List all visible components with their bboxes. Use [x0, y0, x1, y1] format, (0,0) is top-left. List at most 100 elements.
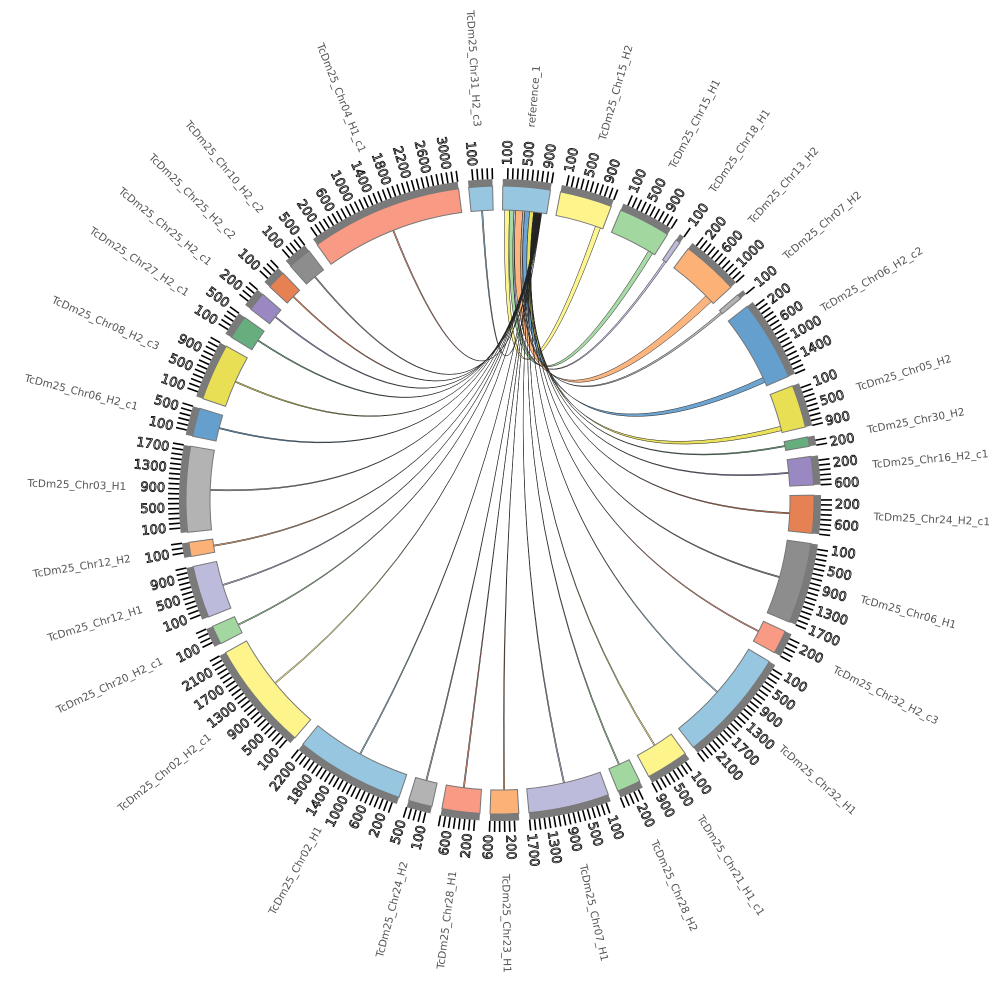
tick-mark: [536, 170, 540, 182]
segment-tcdm25-chr23-h1[interactable]: [489, 788, 520, 815]
tick-mark: [758, 688, 769, 697]
link-to-tcdm25-chr03-h1[interactable]: [209, 212, 540, 492]
segment-tcdm25-chr04-h1-c1[interactable]: [316, 188, 463, 265]
tick-mark: [323, 772, 332, 783]
tick-mark: [628, 793, 635, 805]
segment-tcdm25-chr31-h2-c3[interactable]: [468, 185, 494, 212]
tick-mark: [792, 363, 804, 370]
tick-mark: [218, 323, 229, 331]
tick-mark: [275, 736, 284, 746]
segment-tcdm25-chr30-h2[interactable]: [783, 436, 810, 451]
tick-label: 500: [582, 151, 603, 179]
tick-mark: [594, 182, 600, 194]
tick-mark: [605, 802, 611, 814]
tick-label: 1700: [523, 833, 541, 867]
tick-mark: [430, 175, 435, 187]
segment-tcdm25-chr27-h2-c1[interactable]: [230, 316, 265, 351]
segment-tcdm25-chr08-h2-c3[interactable]: [202, 345, 248, 408]
segment-reference-1[interactable]: [502, 185, 552, 215]
tick-band: [560, 185, 614, 207]
segment-tcdm25-chr06-h2-c2[interactable]: [727, 305, 790, 387]
segment-tcdm25-chr16-h2-c1[interactable]: [786, 455, 815, 487]
tick-mark: [780, 655, 791, 663]
link-to-tcdm25-chr21-h1-c1[interactable]: [528, 211, 656, 747]
tick-mark: [297, 236, 306, 246]
segment-tcdm25-chr15-h1[interactable]: [610, 209, 669, 256]
tick-mark: [766, 315, 777, 323]
tick-mark: [627, 195, 634, 206]
tick-mark: [790, 359, 802, 366]
segment-tcdm25-chr28-h1[interactable]: [441, 784, 482, 814]
segment-tcdm25-chr02-h1[interactable]: [302, 724, 408, 798]
tick-mark: [207, 341, 219, 348]
segment-label: TcDm25_Chr03_H1: [26, 478, 126, 493]
tick-mark: [812, 572, 824, 577]
tick-band: [676, 234, 684, 243]
segment-tcdm25-chr32-h2-c3[interactable]: [752, 620, 786, 654]
segment-tcdm25-chr13-h2[interactable]: [673, 247, 732, 305]
tick-mark: [718, 256, 727, 266]
tick-mark: [310, 226, 318, 237]
tick-label: 100: [144, 548, 171, 567]
segment-tcdm25-chr07-h1[interactable]: [526, 771, 610, 814]
tick-label: 900: [541, 143, 559, 170]
tick-band: [774, 631, 792, 657]
segment-tcdm25-chr20-h2-c1[interactable]: [211, 616, 243, 645]
tick-mark: [653, 208, 661, 219]
segment-tcdm25-chr03-h1[interactable]: [185, 445, 215, 533]
tick-mark: [182, 402, 194, 408]
tick-mark: [168, 522, 180, 525]
tick-mark: [306, 761, 315, 772]
tick-mark: [457, 818, 461, 830]
segment-tcdm25-chr12-h2[interactable]: [188, 538, 216, 558]
tick-mark: [377, 191, 383, 202]
segment-tcdm25-chr06-h1[interactable]: [766, 539, 812, 623]
segment-tcdm25-chr07-h2[interactable]: [718, 294, 742, 315]
tick-mark: [345, 784, 353, 795]
tick-mark: [802, 605, 814, 611]
segment-tcdm25-chr15-h2[interactable]: [555, 191, 612, 230]
tick-mark: [368, 794, 375, 806]
tick-mark: [271, 732, 281, 742]
tick-mark: [710, 249, 720, 260]
tick-mark: [270, 259, 279, 269]
link-to-tcdm25-chr28-h1[interactable]: [462, 212, 538, 789]
tick-mark: [203, 350, 214, 357]
tick-mark: [735, 274, 745, 284]
tick-mark: [192, 373, 204, 379]
tick-label: 500: [140, 501, 165, 517]
link-to-tcdm25-chr27-h2-c1[interactable]: [257, 212, 541, 398]
segment-tcdm25-chr05-h2[interactable]: [769, 385, 806, 434]
link-to-tcdm25-chr06-h2-c1[interactable]: [218, 212, 540, 444]
tick-mark: [721, 259, 731, 269]
segment-tcdm25-chr25-h2-c2[interactable]: [268, 272, 301, 304]
segment-label: TcDm25_Chr12_H1: [45, 604, 144, 645]
tick-mark: [763, 310, 774, 319]
segment-tcdm25-chr10-h2-c2[interactable]: [289, 250, 325, 285]
segment-tcdm25-chr25-h2-c1[interactable]: [249, 293, 282, 325]
segment-tcdm25-chr18-h1[interactable]: [661, 239, 681, 264]
tick-mark: [168, 482, 180, 485]
segment-label: TcDm25_Chr30_H2: [865, 406, 965, 436]
tick-mark: [354, 788, 362, 800]
tick-mark: [649, 206, 656, 217]
segment-tcdm25-chr12-h1[interactable]: [192, 560, 232, 618]
tick-mark: [205, 345, 216, 353]
segment-tcdm25-chr28-h2[interactable]: [608, 759, 641, 792]
tick-mark: [820, 523, 832, 527]
tick-mark: [178, 416, 190, 422]
tick-mark: [188, 382, 200, 388]
segment-tcdm25-chr24-h2-c1[interactable]: [787, 494, 815, 535]
tick-mark: [809, 412, 821, 417]
tick-mark: [771, 323, 783, 331]
tick-mark: [546, 171, 550, 183]
tick-mark: [290, 749, 299, 759]
segment-tcdm25-chr32-h1[interactable]: [677, 648, 770, 749]
segment-tcdm25-chr24-h2[interactable]: [408, 776, 438, 808]
segment-tcdm25-chr21-h1-c1[interactable]: [636, 733, 686, 778]
tick-mark: [567, 813, 572, 825]
tick-band: [648, 753, 690, 783]
tick-mark: [589, 181, 595, 193]
segment-tcdm25-chr06-h2-c1[interactable]: [191, 407, 224, 442]
segment-tcdm25-chr02-h2-c1[interactable]: [224, 640, 312, 739]
